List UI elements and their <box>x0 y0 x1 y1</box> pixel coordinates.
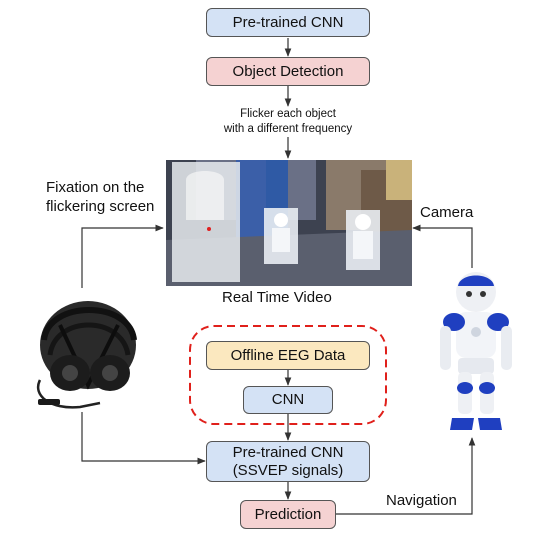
navigation-label: Navigation <box>386 492 457 509</box>
camera-label: Camera <box>420 204 474 221</box>
cnn-box: CNN <box>243 386 333 414</box>
arrow-prediction-to-robot <box>336 437 476 515</box>
offline-eeg-data-box: Offline EEG Data <box>206 341 370 370</box>
fixation-label: Fixation on the flickering screen <box>46 178 154 216</box>
pretrained-cnn-ssvep-box: Pre-trained CNN (SSVEP signals) <box>206 441 370 482</box>
pretrained-cnn-box: Pre-trained CNN <box>206 8 370 37</box>
flicker-note-line1: Flicker each object <box>240 108 336 120</box>
real-time-video-label: Real Time Video <box>222 289 332 306</box>
fixation-label-line1: Fixation on the <box>46 179 145 196</box>
real-time-video-frame <box>166 160 412 286</box>
pretrained-cnn-ssvep-line1: Pre-trained CNN <box>232 443 344 461</box>
object-detection-box: Object Detection <box>206 57 370 86</box>
arrow-robot-to-video <box>412 224 473 268</box>
prediction-box: Prediction <box>240 500 336 529</box>
nao-robot-photo <box>440 272 512 430</box>
arrow-headset-to-video <box>81 224 164 288</box>
pretrained-cnn-label: Pre-trained CNN <box>232 13 344 31</box>
offline-training-group <box>189 325 387 425</box>
flicker-note: Flicker each object with a different fre… <box>200 107 376 137</box>
cnn-label: CNN <box>271 391 305 408</box>
offline-eeg-data-label: Offline EEG Data <box>230 346 346 364</box>
object-detection-label: Object Detection <box>232 62 344 80</box>
flicker-note-line2: with a different frequency <box>223 123 353 135</box>
arrow-headset-to-ssvep <box>81 412 206 465</box>
prediction-label: Prediction <box>254 505 322 523</box>
eeg-headset-photo <box>37 301 137 409</box>
pretrained-cnn-ssvep-line2: (SSVEP signals) <box>232 461 344 479</box>
fixation-label-line2: flickering screen <box>46 198 155 215</box>
